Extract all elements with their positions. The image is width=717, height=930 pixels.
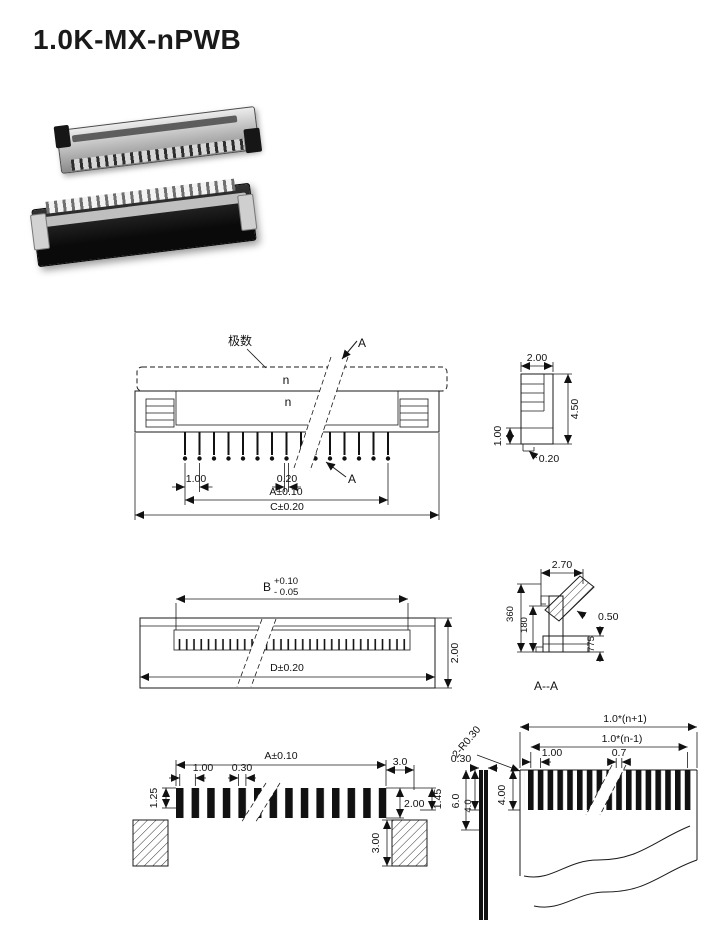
break-region [237, 619, 276, 687]
bottom-body-outline [139, 617, 436, 689]
section-line [309, 356, 349, 472]
dim-label-b-minus: - 0.05 [274, 587, 298, 598]
break-region [241, 783, 280, 823]
dim-label-b-plus: +0.10 [274, 576, 298, 587]
dim-label-v1: 360 [505, 606, 516, 622]
dim-label-margin: 0.7 [612, 747, 627, 759]
break-region [586, 765, 626, 815]
contact-window [175, 390, 399, 426]
bottom-view-drawing: B +0.10 - 0.05 D±0.20 2.00 [139, 576, 461, 689]
section-foot [535, 646, 543, 653]
poles-label: 极数 [228, 333, 252, 348]
pin-row [178, 432, 396, 462]
dim-label-h-left: 1.25 [148, 788, 160, 809]
section-hook [540, 595, 549, 605]
dim-label-contacts: 1.0*(n-1) [602, 733, 643, 745]
dim-label-gap-right: 3.0 [393, 756, 408, 768]
dim-label-pad-width: 0.30 [232, 762, 253, 774]
tear-curve [523, 825, 691, 878]
section-label-bottom: A [348, 472, 356, 486]
side-body-fins [521, 374, 553, 452]
dim-label-width: 2.00 [527, 352, 548, 364]
dim-label-right-v: 1.45 [432, 789, 444, 810]
dim-label-b: B [263, 580, 271, 594]
fpc-stiffener-layer [484, 770, 488, 920]
fpc-cable-outline [136, 366, 448, 392]
fpc-section-hatch [544, 575, 595, 622]
dim-label-bottom-h: 1.00 [492, 426, 504, 447]
dim-label-anchor-h: 3.00 [370, 833, 382, 854]
pcb-pad-row [176, 788, 387, 818]
dim-label-top: 2.70 [552, 559, 573, 571]
dim-label-pad-len: 2.00 [404, 798, 425, 810]
dim-label-v2: 180 [519, 617, 530, 633]
dim-label-gap: 0.50 [598, 611, 619, 623]
fpc-dimensions [461, 723, 698, 831]
side-view-drawing: 2.00 4.50 1.00 0.20 [492, 352, 581, 465]
pcb-anchor-pad-left [132, 819, 169, 867]
section-label-top: A [358, 336, 366, 350]
dim-label-total: 1.0*(n+1) [603, 713, 647, 725]
section-arrow-top [341, 340, 358, 360]
fpc-end-drawing: 1.0*(n+1) 1.0*(n-1) 2-R0.30 0.30 1.00 0.… [450, 713, 698, 920]
page-title: 1.0K-MX-nPWB [33, 24, 242, 55]
dim-label-len1: 6.0 [450, 794, 462, 809]
top-view-dimensions [134, 433, 440, 520]
section-aa-drawing: 2.70 0.50 360 180 775 A--A [505, 559, 619, 693]
dim-label-height: 4.50 [569, 399, 581, 420]
dim-label-pitch: 1.00 [193, 762, 214, 774]
dim-label-foot: 0.20 [539, 453, 560, 465]
body-n-label: n [285, 395, 292, 409]
pcb-layout-drawing: A±0.10 1.25 1.00 0.30 3.0 2.00 1.45 3.00 [132, 750, 444, 867]
dim-label-a: A±0.10 [264, 750, 297, 762]
dim-label-a: A±0.10 [269, 486, 302, 498]
top-view-drawing: A A 极数 n n 1.00 0.20 A±0.10 C±0.20 [134, 333, 448, 520]
dim-label-v3: 775 [586, 636, 597, 652]
section-dimensions [517, 569, 604, 662]
dim-label-height: 2.00 [449, 643, 461, 664]
dim-label-pin-width: 0.20 [277, 473, 298, 485]
dim-label-pitch: 1.00 [542, 747, 563, 759]
dim-label-thickness: 0.30 [451, 753, 472, 765]
dim-label-len3: 4.00 [496, 785, 508, 806]
break-line [599, 764, 627, 816]
tear-curve [533, 859, 698, 908]
section-title: A--A [534, 679, 558, 693]
contact-row [176, 639, 408, 650]
pcb-dimensions [162, 760, 436, 867]
section-arrow-bottom [325, 461, 347, 478]
latch-right [399, 398, 429, 428]
dim-label-len2: 4.0 [463, 799, 474, 812]
leader-line [246, 348, 267, 369]
dim-label-pitch: 1.00 [186, 473, 207, 485]
cable-n-label: n [283, 373, 290, 387]
dim-label-d: D±0.20 [270, 662, 304, 674]
side-view-dimensions [506, 362, 572, 460]
latch-left [145, 398, 175, 428]
dim-label-c: C±0.20 [270, 501, 304, 513]
break-line [585, 764, 613, 816]
section-line [292, 356, 332, 472]
side-body-outline [520, 373, 554, 445]
fpc-edge-layer [479, 770, 483, 920]
bottom-view-dimensions [140, 595, 452, 689]
pcb-anchor-pad-right [391, 819, 428, 867]
break-region [293, 357, 348, 471]
